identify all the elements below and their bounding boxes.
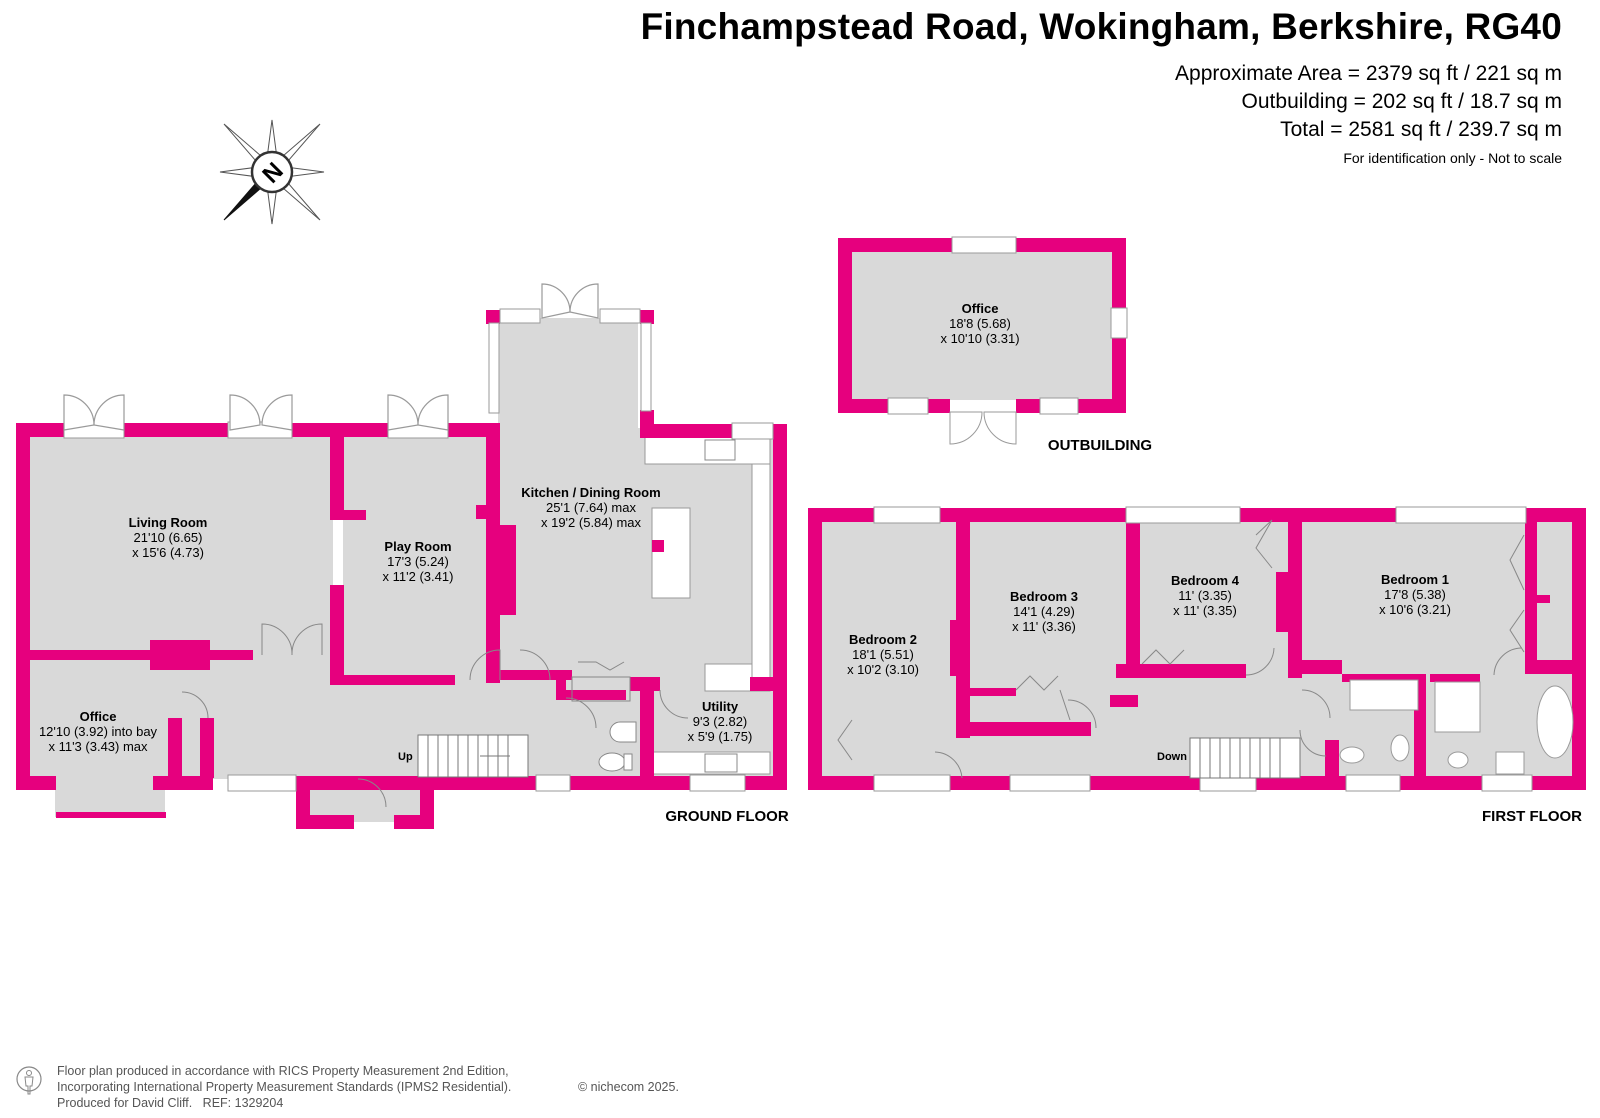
room-kitchen-dim1: 25'1 (7.64) max <box>546 500 636 515</box>
outbuilding-plan <box>838 236 1128 445</box>
room-bedroom1-dim1: 17'8 (5.38) <box>1384 587 1446 602</box>
scale-disclaimer: For identification only - Not to scale <box>1343 150 1562 166</box>
first-floor-plan <box>808 506 1586 792</box>
room-office-outbuilding-dim1: 18'8 (5.68) <box>949 316 1011 331</box>
room-kitchen-name: Kitchen / Dining Room <box>521 485 660 500</box>
room-utility-dim1: 9'3 (2.82) <box>693 714 748 729</box>
room-office-outbuilding-name: Office <box>962 301 999 316</box>
ground-floor-plan <box>16 283 787 829</box>
room-office-gf-dim2: x 11'3 (3.43) max <box>48 739 148 754</box>
outbuilding-label: OUTBUILDING <box>1048 437 1152 454</box>
room-bedroom3-name: Bedroom 3 <box>1010 589 1078 604</box>
room-bedroom2-name: Bedroom 2 <box>849 632 917 647</box>
room-play-dim2: x 11'2 (3.41) <box>383 569 454 584</box>
room-bedroom3-dim1: 14'1 (4.29) <box>1013 604 1075 619</box>
footer-line-1: Floor plan produced in accordance with R… <box>57 1064 509 1078</box>
footer-reference: REF: 1329204 <box>202 1096 284 1110</box>
room-bedroom1-name: Bedroom 1 <box>1381 572 1449 587</box>
room-bedroom3-dim2: x 11' (3.36) <box>1012 619 1076 634</box>
approximate-area: Approximate Area = 2379 sq ft / 221 sq m <box>1175 62 1562 85</box>
room-living-name: Living Room <box>129 515 208 530</box>
person-icon <box>16 1066 42 1095</box>
room-bedroom4-name: Bedroom 4 <box>1171 573 1240 588</box>
compass-icon: N <box>219 119 325 225</box>
outbuilding-area: Outbuilding = 202 sq ft / 18.7 sq m <box>1241 90 1562 113</box>
room-utility-dim2: x 5'9 (1.75) <box>688 729 753 744</box>
room-living-dim2: x 15'6 (4.73) <box>132 545 204 560</box>
ground-floor-stairs <box>417 734 529 778</box>
first-floor-label: FIRST FLOOR <box>1482 808 1582 825</box>
area-summary: Approximate Area = 2379 sq ft / 221 sq m… <box>1175 60 1562 144</box>
footer-copyright: © nichecom 2025. <box>578 1080 679 1094</box>
room-play-name: Play Room <box>384 539 451 554</box>
footer-disclaimer: Floor plan produced in accordance with R… <box>57 1063 511 1111</box>
room-bedroom1-dim2: x 10'6 (3.21) <box>1379 602 1451 617</box>
room-bedroom2-dim1: 18'1 (5.51) <box>852 647 914 662</box>
stairs-up-label: Up <box>398 751 413 763</box>
room-bedroom4-dim2: x 11' (3.35) <box>1173 603 1237 618</box>
ground-floor-label: GROUND FLOOR <box>665 808 788 825</box>
room-bedroom4-dim1: 11' (3.35) <box>1178 588 1232 603</box>
room-office-outbuilding-dim2: x 10'10 (3.31) <box>940 331 1019 346</box>
room-living-dim1: 21'10 (6.65) <box>134 530 203 545</box>
room-office-gf-name: Office <box>80 709 117 724</box>
property-address-title: Finchampstead Road, Wokingham, Berkshire… <box>640 6 1562 47</box>
footer-produced-for: Produced for David Cliff. <box>57 1096 193 1110</box>
room-utility-name: Utility <box>702 699 739 714</box>
room-office-gf-dim1: 12'10 (3.92) into bay <box>39 724 158 739</box>
room-bedroom2-dim2: x 10'2 (3.10) <box>847 662 919 677</box>
room-kitchen-dim2: x 19'2 (5.84) max <box>541 515 642 530</box>
first-floor-stairs <box>1189 737 1301 779</box>
stairs-down-label: Down <box>1157 751 1187 763</box>
total-area: Total = 2581 sq ft / 239.7 sq m <box>1280 118 1562 141</box>
room-play-dim1: 17'3 (5.24) <box>387 554 449 569</box>
footer-line-2: Incorporating International Property Mea… <box>57 1080 512 1094</box>
room-labels: Living Room 21'10 (6.65) x 15'6 (4.73) O… <box>39 301 1451 754</box>
